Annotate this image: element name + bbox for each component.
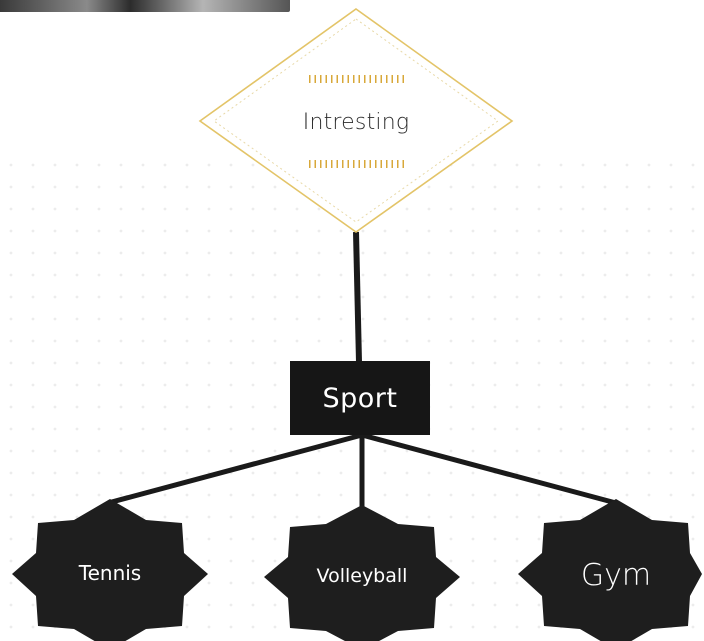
connector-hub-tennis	[107, 432, 363, 506]
leaf-label-gym: Gym	[580, 557, 652, 593]
photo-strip-image	[0, 0, 290, 12]
leaf-node-gym	[518, 499, 702, 641]
leaf-label-tennis: Tennis	[78, 561, 142, 585]
root-node-label: Intresting	[302, 109, 410, 135]
hub-node-label: Sport	[322, 382, 398, 414]
root-diamond	[198, 8, 514, 233]
leaf-label-volleyball: Volleyball	[316, 565, 408, 587]
leaf-node-volleyball	[264, 505, 460, 641]
connector-hub-gym	[361, 432, 617, 506]
connector-root-hub	[353, 231, 362, 363]
hub-node-sport: Sport	[290, 361, 430, 435]
leaf-node-tennis	[12, 499, 208, 641]
